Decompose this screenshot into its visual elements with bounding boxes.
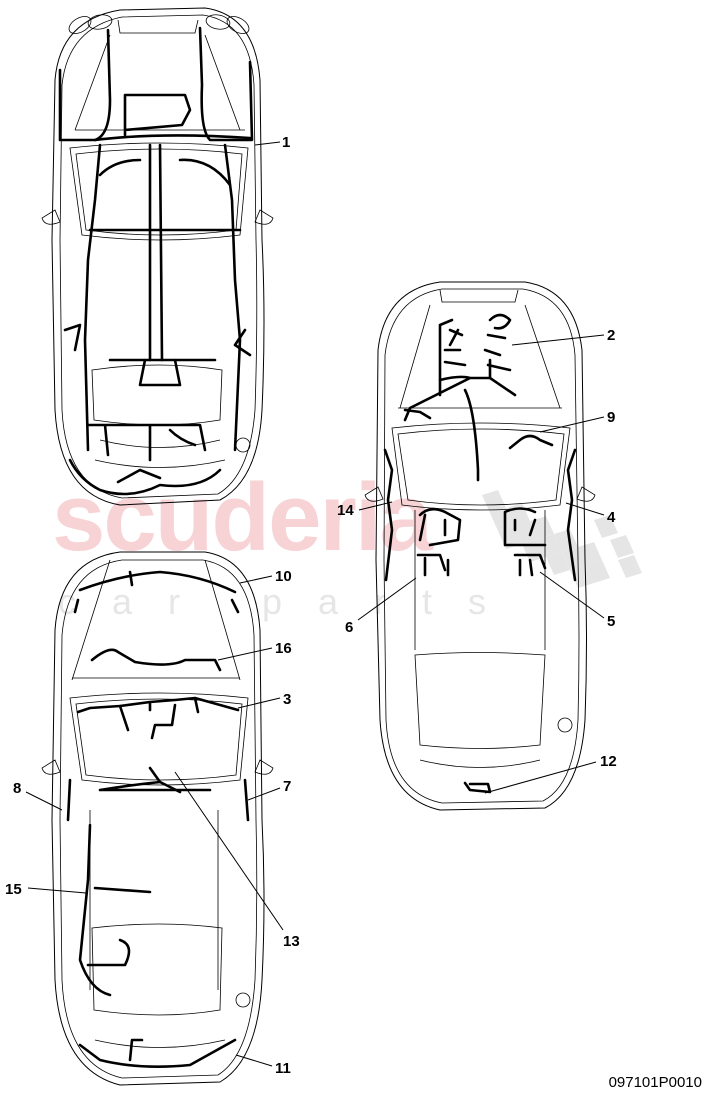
callout-7: 7	[283, 778, 292, 795]
car-top-left	[41, 7, 274, 506]
callout-16: 16	[275, 640, 292, 657]
callout-2: 2	[607, 327, 616, 344]
callout-5: 5	[607, 613, 616, 630]
callout-1: 1	[282, 134, 291, 151]
callout-4: 4	[607, 509, 616, 526]
callout-12: 12	[600, 753, 617, 770]
callout-13: 13	[283, 933, 300, 950]
callout-6: 6	[345, 619, 354, 636]
callout-14: 14	[337, 502, 354, 519]
callout-8: 8	[13, 780, 22, 797]
callout-3: 3	[283, 691, 292, 708]
car-right	[364, 281, 596, 811]
checkered-flag-watermark	[482, 490, 642, 588]
callout-10: 10	[275, 568, 292, 585]
callout-11: 11	[275, 1060, 291, 1077]
car-bottom-left	[41, 551, 274, 1086]
leader-lines	[25, 141, 605, 1067]
drawing-code: 097101P0010	[608, 1074, 702, 1091]
callout-9: 9	[607, 409, 616, 426]
callout-15: 15	[5, 881, 22, 898]
